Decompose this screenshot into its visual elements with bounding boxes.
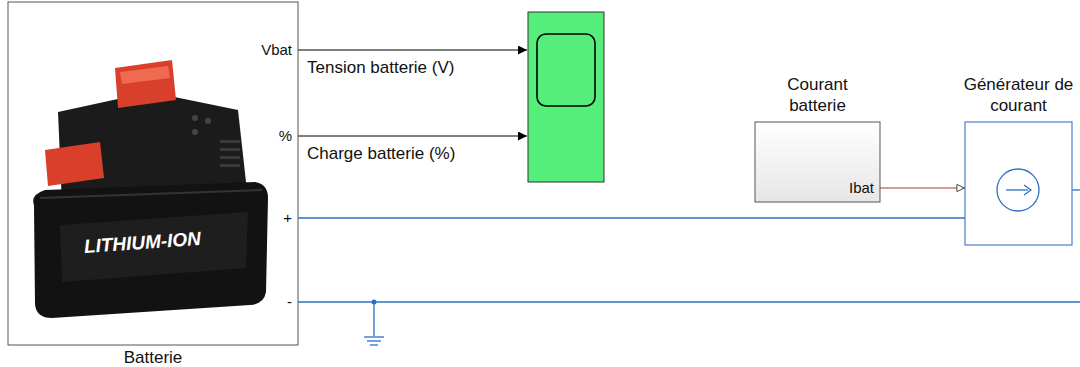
- current-source-symbol: [997, 169, 1039, 211]
- signal-name: Tension batterie (V): [307, 58, 454, 78]
- port-label: -: [287, 293, 292, 311]
- signal-source-block: Courant batterieIbat: [755, 122, 880, 202]
- scope-screen: [537, 34, 595, 106]
- ground-symbol: [364, 337, 384, 345]
- port-label: %: [279, 127, 292, 145]
- positive-wire: [298, 217, 965, 218]
- port-label: Vbat: [261, 41, 292, 59]
- current-source-body: [965, 122, 1072, 245]
- port-label: Ibat: [849, 179, 874, 197]
- ground-wire: [373, 302, 374, 336]
- scope-block: [528, 12, 604, 182]
- current-arrow: [1006, 189, 1028, 190]
- negative-wire: [298, 301, 1080, 302]
- battery-block-outline: [8, 2, 298, 345]
- signal-name: Charge batterie (%): [307, 144, 455, 164]
- source-block-body: [755, 122, 880, 202]
- block-name: Courant batterie: [763, 75, 873, 116]
- signal-wire: [880, 187, 965, 188]
- battery-block: BatterieVbat%+-: [8, 2, 298, 345]
- port-label: +: [283, 209, 292, 227]
- battery-picture: [33, 60, 268, 318]
- current-source-block: Générateur de courant: [965, 122, 1072, 245]
- signal-line: [298, 50, 527, 51]
- block-name: Générateur de courant: [959, 75, 1079, 116]
- block-name: Batterie: [0, 348, 318, 367]
- signal-line: [298, 136, 527, 137]
- output-wire: [1072, 189, 1080, 190]
- current-arrow-head: [1024, 185, 1031, 195]
